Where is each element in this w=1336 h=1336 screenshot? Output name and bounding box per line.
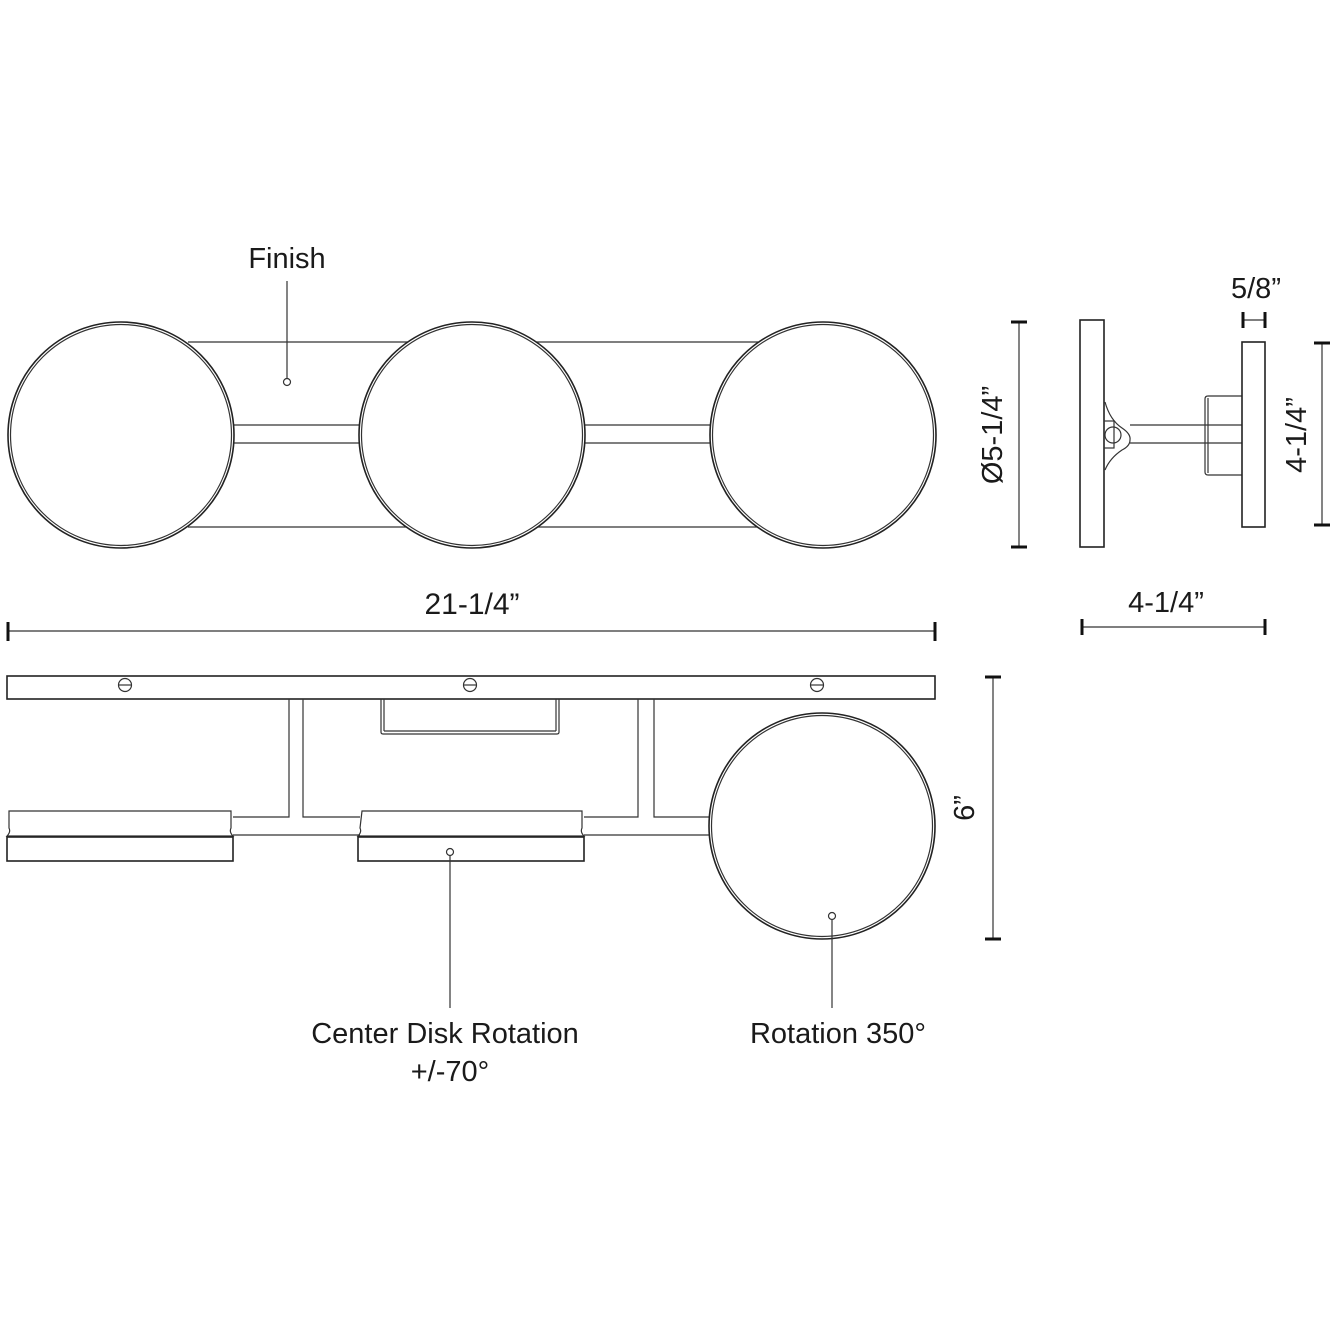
overall-width-label: 21-1/4” xyxy=(424,588,519,621)
swivel-pivot-icon xyxy=(1104,426,1122,444)
screw-icon xyxy=(809,677,825,693)
depth-dimension: 4-1/4” xyxy=(1080,587,1267,635)
disk-left-edge xyxy=(5,810,235,862)
canopy-collar xyxy=(1204,395,1242,476)
front-view: Finish xyxy=(7,243,937,549)
screw-icon xyxy=(117,677,133,693)
plate-thickness-dimension: 5/8” xyxy=(1231,273,1281,328)
plate-height-dimension: 4-1/4” xyxy=(1281,341,1330,527)
canopy-box xyxy=(380,699,560,735)
height-label: 6” xyxy=(949,795,981,821)
disk-right xyxy=(709,321,937,549)
height-dimension: 6” xyxy=(949,675,1001,941)
screw-icon xyxy=(462,677,478,693)
overall-width-dimension: 21-1/4” xyxy=(6,588,937,641)
disk-profile xyxy=(1079,319,1105,548)
disk-center xyxy=(358,321,586,549)
disk-left xyxy=(7,321,235,549)
plate-thickness-label: 5/8” xyxy=(1231,273,1281,305)
top-view: 21-1/4” xyxy=(5,588,1001,1088)
side-view: Ø5-1/4” 5/8” 4-1/4” xyxy=(977,273,1330,635)
finish-callout: Finish xyxy=(248,243,326,387)
disk-diameter-dimension: Ø5-1/4” xyxy=(977,320,1027,549)
swivel-knuckle xyxy=(1104,401,1131,471)
center-rotation-label: Center Disk Rotation xyxy=(311,1018,579,1050)
rotation-callout: Rotation 350° xyxy=(750,911,926,1050)
center-rotation-degrees: +/-70° xyxy=(411,1056,490,1088)
plate-height-label: 4-1/4” xyxy=(1281,397,1313,473)
depth-label: 4-1/4” xyxy=(1128,587,1204,619)
disk-diameter-label: Ø5-1/4” xyxy=(977,386,1009,484)
backplate-bar xyxy=(6,675,936,700)
rotation-label: Rotation 350° xyxy=(750,1018,926,1050)
arm-structure xyxy=(233,699,712,836)
wall-plate xyxy=(1241,341,1266,528)
center-rotation-callout: Center Disk Rotation +/-70° xyxy=(311,847,579,1088)
finish-label: Finish xyxy=(248,243,325,275)
disk-right-face xyxy=(708,712,936,940)
disk-center-edge xyxy=(356,810,586,862)
